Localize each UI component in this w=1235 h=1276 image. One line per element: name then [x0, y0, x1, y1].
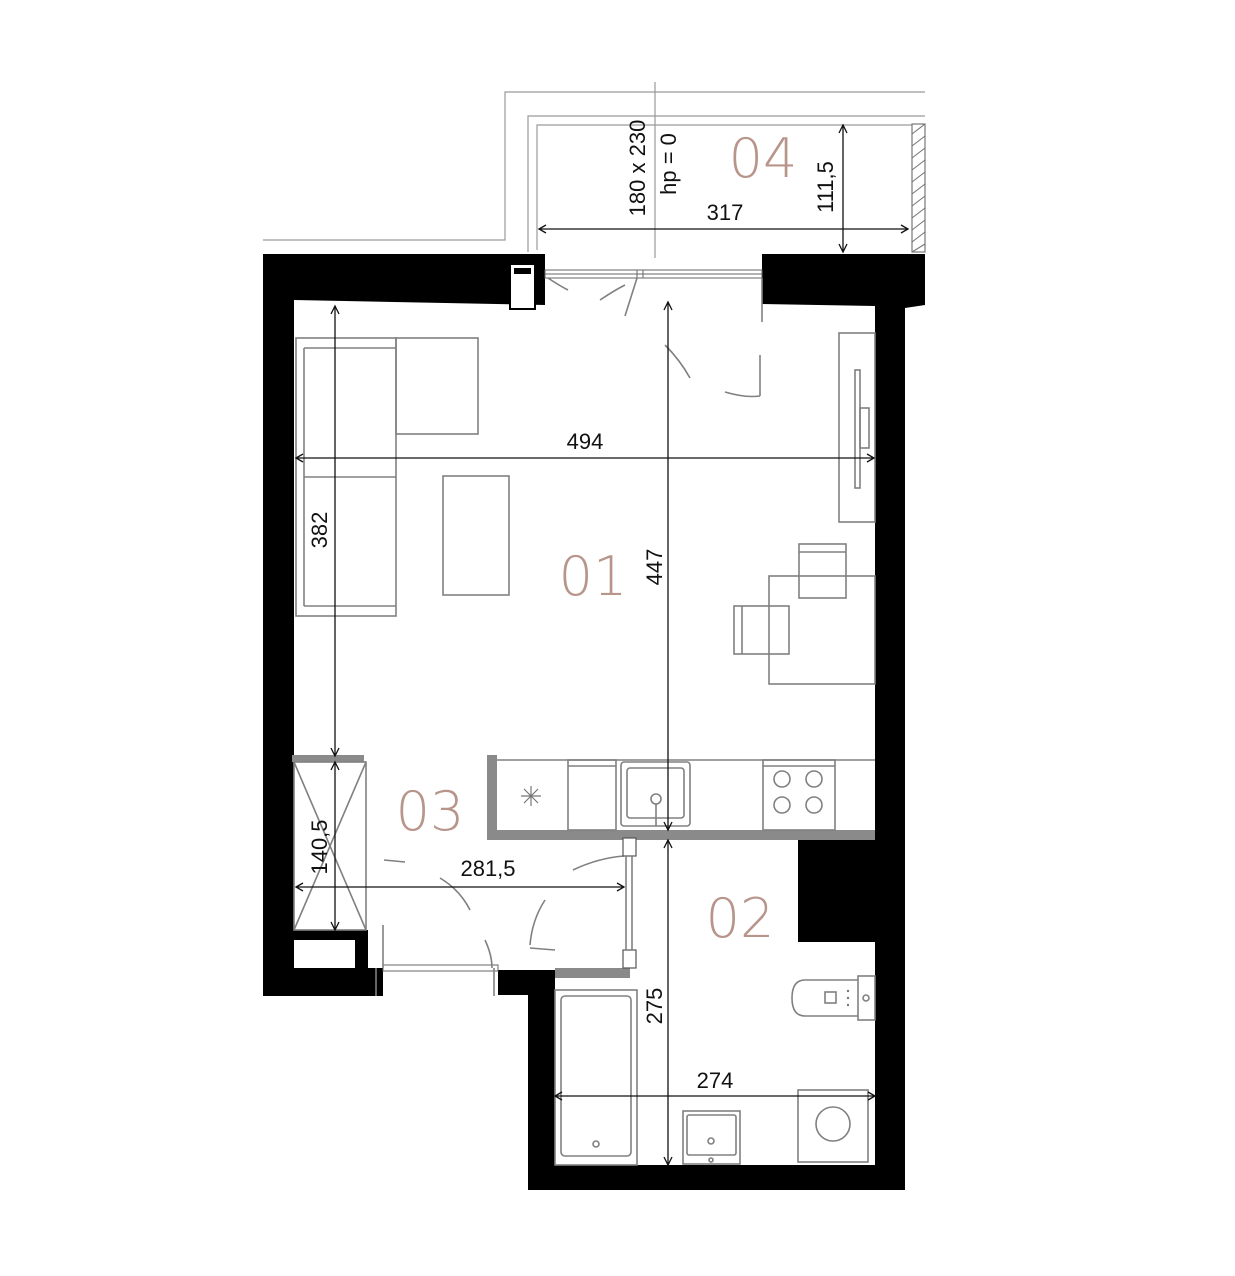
- tv-cabinet-icon: [838, 332, 876, 523]
- chair-icon: [733, 605, 790, 655]
- living-depth-label: 382: [307, 512, 332, 549]
- dimension-lines: [294, 123, 910, 1167]
- chair-icon: [798, 543, 847, 599]
- wardrobe-icon: [293, 761, 367, 931]
- living-length-label: 447: [642, 549, 667, 586]
- room-labels: 04 01 03 02: [396, 127, 798, 950]
- sofa-icon: [295, 337, 479, 617]
- living-width-label: 494: [567, 429, 604, 454]
- room-label-04: 04: [729, 127, 798, 190]
- balcony-door: [544, 269, 763, 398]
- hall-depth-label: 140,5: [307, 819, 332, 874]
- hall-width-label: 281,5: [460, 856, 515, 881]
- bath-width-label: 274: [697, 1068, 734, 1093]
- window-size-label: 180 x 230: [625, 120, 650, 217]
- table-icon: [442, 475, 510, 596]
- balcony-depth-label: 111,5: [813, 161, 838, 213]
- balcony-railing: [911, 123, 926, 253]
- window-sill-label: hp = 0: [656, 133, 681, 195]
- vent-shaft: [509, 263, 536, 310]
- dimension-labels: 317 111,5 180 x 230 hp = 0 494 382 447 1…: [307, 120, 838, 1093]
- walls: [263, 254, 925, 1190]
- bath-depth-label: 275: [642, 988, 667, 1025]
- washbasin-icon: [682, 1110, 741, 1165]
- kitchen-counter: [497, 759, 875, 831]
- kitchen-sink-icon: [620, 761, 691, 827]
- washing-machine-icon: [797, 1089, 869, 1163]
- balcony-width-label: 317: [707, 200, 744, 225]
- stove-hob-icon: [762, 759, 836, 831]
- hall-doors: [375, 837, 637, 996]
- bathtub-icon: [554, 989, 638, 1166]
- toilet-icon: [791, 975, 876, 1021]
- fridge-icon: [521, 786, 541, 806]
- room-label-02: 02: [706, 887, 775, 950]
- room-label-03: 03: [396, 780, 465, 843]
- room-label-01: 01: [559, 545, 628, 608]
- dining-set: [733, 543, 876, 685]
